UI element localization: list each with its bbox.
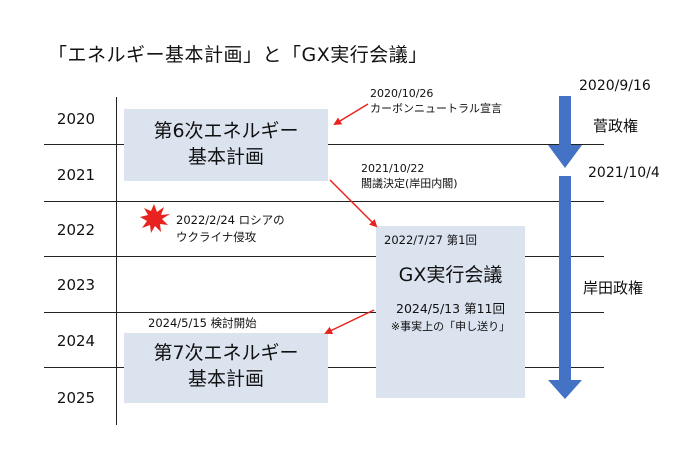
plan7-title: 第7次エネルギー 基本計画 <box>124 340 328 392</box>
carbon-neutral-arrow <box>333 103 369 126</box>
plan7-line2: 基本計画 <box>187 368 264 390</box>
russia-invasion-date: 2022/2/24 ロシアの <box>176 213 285 227</box>
plan6-box <box>124 109 328 181</box>
year-label: 2024 <box>56 332 96 350</box>
cabinet-decision-text: 閣議決定(岸田内閣) <box>361 177 458 190</box>
plan6-line1: 第6次エネルギー <box>153 120 299 142</box>
explosion-icon <box>140 204 170 233</box>
kishida-admin-label: 岸田政権 <box>583 279 644 297</box>
year-label: 2021 <box>56 166 96 184</box>
plan6-title: 第6次エネルギー 基本計画 <box>124 118 328 170</box>
gx-to-plan7-arrow <box>324 309 375 335</box>
russia-invasion-note: 2022/2/24 ロシアの ウクライナ侵攻 <box>176 212 285 246</box>
review-start-note: 2024/5/15 検討開始 <box>148 316 257 330</box>
timeline-axis <box>116 97 117 425</box>
carbon-neutral-date: 2020/10/26 <box>370 87 434 100</box>
kishida-start-date: 2021/10/4 <box>588 165 660 181</box>
gx-handover-note: ※事実上の「申し送り」 <box>390 320 511 333</box>
year-label: 2025 <box>56 389 96 407</box>
plan6-line2: 基本計画 <box>187 146 264 168</box>
plan7-line1: 第7次エネルギー <box>153 342 299 364</box>
year-label: 2020 <box>56 110 96 128</box>
kishida-term-arrow <box>548 176 582 399</box>
plan6-to-gx-arrow <box>329 179 378 228</box>
gx-box <box>376 226 525 398</box>
cabinet-decision-date: 2021/10/22 <box>361 162 425 175</box>
russia-invasion-text: ウクライナ侵攻 <box>176 230 257 244</box>
carbon-neutral-note: 2020/10/26 カーボンニュートラル宣言 <box>370 86 502 116</box>
gx-name: GX実行会議 <box>398 264 503 286</box>
carbon-neutral-text: カーボンニュートラル宣言 <box>370 102 502 115</box>
suga-admin-label: 菅政権 <box>593 117 639 135</box>
row-divider <box>44 201 604 202</box>
year-label: 2023 <box>56 276 96 294</box>
row-divider <box>44 256 604 257</box>
gx-latest-meeting: 2024/5/13 第11回 <box>396 301 505 316</box>
year-label: 2022 <box>56 221 96 239</box>
suga-start-date: 2020/9/16 <box>579 78 651 94</box>
cabinet-decision-note: 2021/10/22 閣議決定(岸田内閣) <box>361 161 458 191</box>
row-divider <box>44 312 604 313</box>
page-title: 「エネルギー基本計画」と「GX実行会議」 <box>48 44 428 66</box>
suga-term-arrow <box>548 96 582 168</box>
gx-first-meeting: 2022/7/27 第1回 <box>384 233 477 247</box>
plan7-box <box>124 333 328 403</box>
